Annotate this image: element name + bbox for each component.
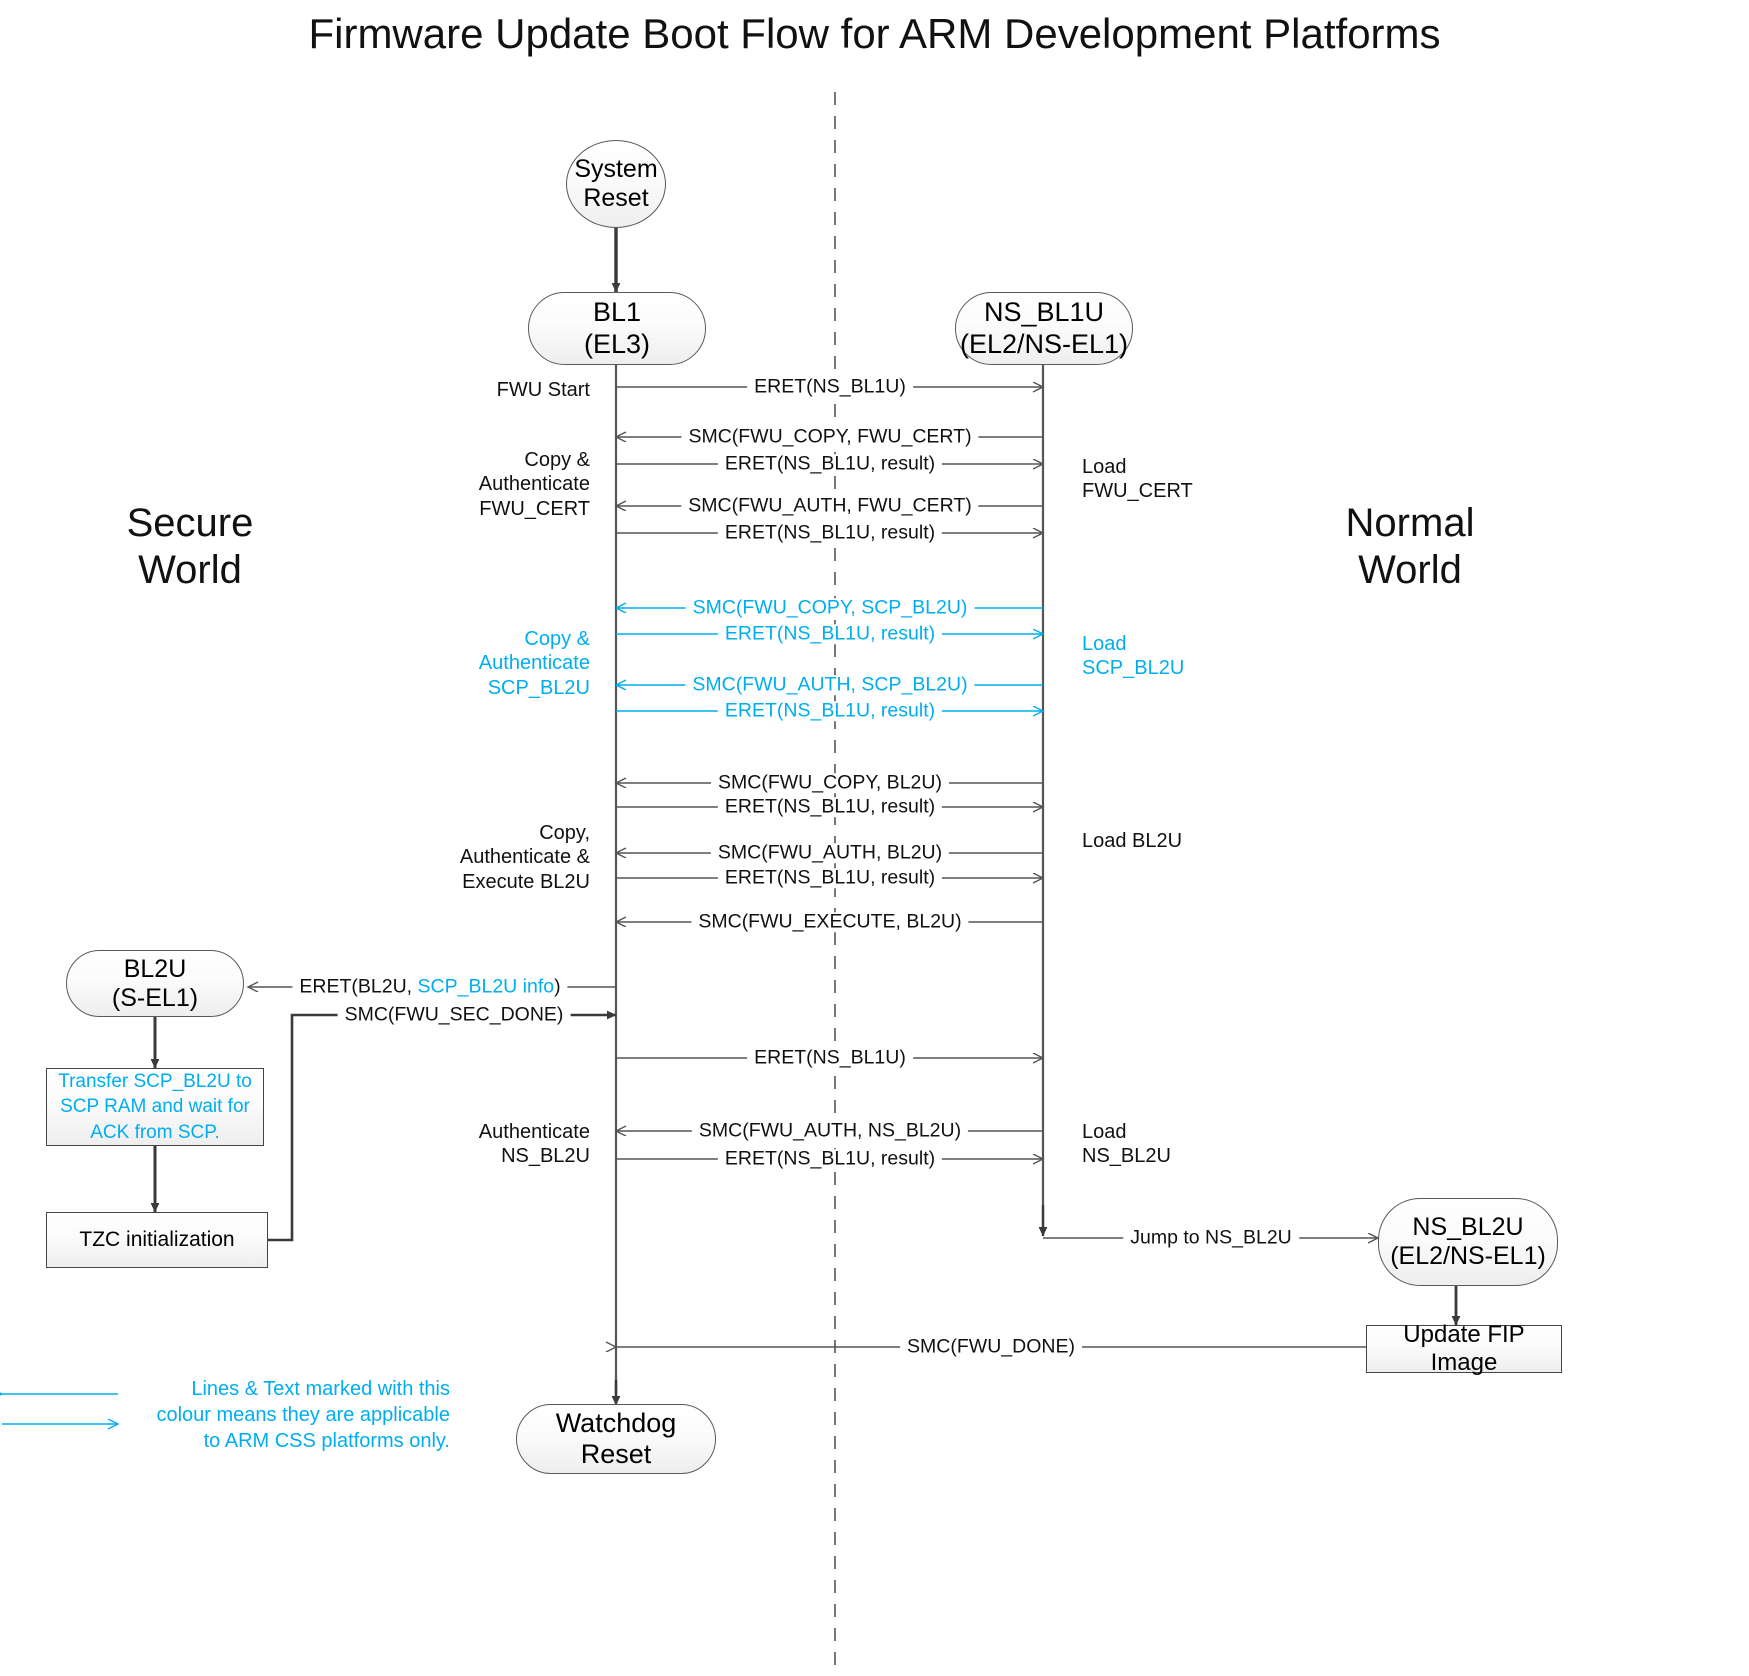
annotation-copy-authenticate-scp-bl2u: Copy & Authenticate SCP_BL2U bbox=[478, 628, 590, 699]
node-bl2u[interactable]: BL2U (S-EL1) bbox=[66, 950, 244, 1017]
annotation-load-fwu-cert: Load FWU_CERT bbox=[1082, 456, 1193, 503]
node-tzc-initialization[interactable]: TZC initialization bbox=[46, 1212, 268, 1268]
node-ns-bl2u-label: NS_BL2U (EL2/NS-EL1) bbox=[1390, 1213, 1546, 1270]
annotation-copy-authenticate-execute-bl2u: Copy, Authenticate & Execute BL2U bbox=[459, 822, 590, 893]
node-system-reset[interactable]: System Reset bbox=[566, 140, 666, 228]
message-label-smc-fwu-copy-scp-bl2u: SMC(FWU_COPY, SCP_BL2U) bbox=[685, 598, 975, 618]
message-label-eret-result-2: ERET(NS_BL1U, result) bbox=[717, 523, 943, 543]
message-label-smc-fwu-auth-fwu-cert: SMC(FWU_AUTH, FWU_CERT) bbox=[681, 496, 979, 516]
message-label-eret-result-3: ERET(NS_BL1U, result) bbox=[717, 624, 943, 644]
message-label-smc-fwu-done: SMC(FWU_DONE) bbox=[900, 1337, 1082, 1357]
node-transfer-scp-bl2u-label: Transfer SCP_BL2U to SCP RAM and wait fo… bbox=[58, 1070, 252, 1143]
annotation-copy-authenticate-fwu-cert: Copy & Authenticate FWU_CERT bbox=[478, 449, 590, 520]
annotation-load-bl2u: Load BL2U bbox=[1082, 830, 1183, 852]
message-label-smc-fwu-auth-bl2u: SMC(FWU_AUTH, BL2U) bbox=[710, 843, 950, 863]
normal-world-label: Normal World bbox=[1345, 501, 1475, 593]
node-watchdog-reset[interactable]: Watchdog Reset bbox=[516, 1404, 716, 1474]
node-watchdog-reset-label: Watchdog Reset bbox=[555, 1407, 677, 1469]
message-label-eret-result-5: ERET(NS_BL1U, result) bbox=[717, 797, 943, 817]
message-label-smc-fwu-execute-bl2u: SMC(FWU_EXECUTE, BL2U) bbox=[691, 912, 969, 932]
page-title: Firmware Update Boot Flow for ARM Develo… bbox=[308, 10, 1441, 57]
message-label-eret-ns-bl1u-1: ERET(NS_BL1U) bbox=[747, 377, 913, 397]
annotation-load-scp-bl2u: Load SCP_BL2U bbox=[1082, 633, 1185, 680]
message-label-eret-bl2u-scp-info: ERET(BL2U, SCP_BL2U info) bbox=[292, 975, 568, 998]
eret-bl2u-prefix: ERET(BL2U, bbox=[299, 975, 418, 998]
node-transfer-scp-bl2u[interactable]: Transfer SCP_BL2U to SCP RAM and wait fo… bbox=[46, 1068, 264, 1146]
node-bl1[interactable]: BL1 (EL3) bbox=[528, 292, 706, 365]
message-label-smc-fwu-auth-scp-bl2u: SMC(FWU_AUTH, SCP_BL2U) bbox=[685, 675, 975, 695]
message-label-smc-fwu-copy-fwu-cert: SMC(FWU_COPY, FWU_CERT) bbox=[681, 427, 979, 447]
message-label-jump-to-ns-bl2u: Jump to NS_BL2U bbox=[1123, 1228, 1299, 1248]
node-update-fip-image-label: Update FIP Image bbox=[1403, 1321, 1525, 1376]
annotation-authenticate-ns-bl2u: Authenticate NS_BL2U bbox=[478, 1121, 590, 1168]
message-label-eret-result-1: ERET(NS_BL1U, result) bbox=[717, 454, 943, 474]
annotation-fwu-start: FWU Start bbox=[496, 379, 590, 401]
node-update-fip-image[interactable]: Update FIP Image bbox=[1366, 1321, 1562, 1376]
secure-world-label: Secure World bbox=[126, 501, 254, 593]
node-ns-bl2u[interactable]: NS_BL2U (EL2/NS-EL1) bbox=[1378, 1198, 1558, 1286]
message-label-smc-fwu-copy-bl2u: SMC(FWU_COPY, BL2U) bbox=[711, 773, 949, 793]
node-bl2u-label: BL2U (S-EL1) bbox=[111, 954, 199, 1012]
message-label-eret-result-6: ERET(NS_BL1U, result) bbox=[717, 868, 943, 888]
node-ns-bl1u-label: NS_BL1U (EL2/NS-EL1) bbox=[959, 297, 1129, 359]
node-ns-bl1u[interactable]: NS_BL1U (EL2/NS-EL1) bbox=[955, 292, 1133, 365]
legend-css-note: Lines & Text marked with this colour mea… bbox=[156, 1378, 450, 1452]
message-label-smc-fwu-sec-done: SMC(FWU_SEC_DONE) bbox=[337, 1005, 571, 1025]
message-label-smc-fwu-auth-ns-bl2u: SMC(FWU_AUTH, NS_BL2U) bbox=[691, 1121, 969, 1141]
node-system-reset-label: System Reset bbox=[574, 155, 658, 212]
message-label-eret-result-7: ERET(NS_BL1U, result) bbox=[717, 1149, 943, 1169]
message-label-eret-ns-bl1u-2: ERET(NS_BL1U) bbox=[747, 1048, 913, 1068]
eret-bl2u-suffix: ) bbox=[554, 975, 561, 998]
eret-bl2u-accent: SCP_BL2U info bbox=[417, 975, 555, 998]
node-bl1-label: BL1 (EL3) bbox=[583, 297, 651, 359]
node-tzc-initialization-label: TZC initialization bbox=[79, 1227, 235, 1251]
message-label-eret-result-4: ERET(NS_BL1U, result) bbox=[717, 701, 943, 721]
annotation-load-ns-bl2u: Load NS_BL2U bbox=[1082, 1121, 1171, 1168]
